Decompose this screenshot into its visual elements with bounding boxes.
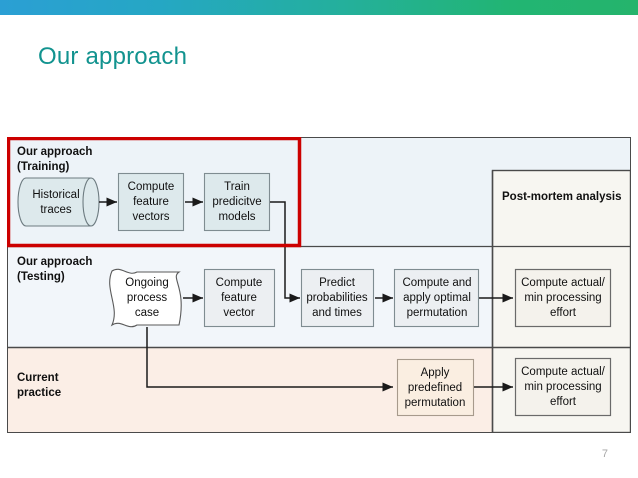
node-ongoing-process-case-line2: process — [127, 292, 168, 304]
node-historical-traces-line1: Historical — [32, 189, 79, 201]
node-compute-feature-vector-line3: vector — [223, 307, 254, 319]
node-train-predictive-models-line1: Train — [224, 181, 250, 193]
node-predict-probabilities-line2: probabilities — [306, 292, 368, 304]
node-predict-probabilities-and-times: Predict probabilities and times — [300, 268, 375, 328]
node-compute-feature-vector: Compute feature vector — [203, 268, 276, 328]
node-ongoing-process-case: Ongoing process case — [109, 268, 182, 328]
page-title: Our approach — [38, 43, 188, 70]
lane-label-training-line1: Our approach — [17, 146, 92, 158]
edge-case-to-predefined-permutation — [146, 327, 393, 392]
lane-label-current-line1: Current — [17, 372, 59, 384]
node-compute-effort-current-line3: effort — [550, 396, 577, 408]
node-predict-probabilities-line3: and times — [312, 307, 362, 319]
node-compute-effort-testing: Compute actual/ min processing effort — [514, 268, 612, 328]
node-compute-feature-vectors-line3: vectors — [132, 211, 169, 223]
node-compute-feature-vectors-line2: feature — [133, 196, 169, 208]
training-lane-highlight — [7, 137, 302, 248]
node-ongoing-process-case-line3: case — [135, 307, 159, 319]
node-compute-effort-testing-line1: Compute actual/ — [521, 277, 606, 289]
node-compute-feature-vector-line2: feature — [221, 292, 257, 304]
lane-label-testing-line1: Our approach — [17, 256, 92, 268]
node-compute-feature-vectors-line1: Compute — [128, 181, 175, 193]
node-compute-effort-current-line2: min processing — [524, 381, 601, 393]
node-historical-traces: Historical traces — [17, 177, 100, 227]
slide-accent-bar — [0, 0, 638, 15]
node-compute-feature-vector-line1: Compute — [216, 277, 263, 289]
lane-label-current-line2: practice — [17, 387, 61, 399]
column-label-post-mortem: Post-mortem analysis — [502, 191, 622, 203]
node-apply-predefined-permutation-line3: permutation — [405, 397, 466, 409]
node-predict-probabilities-line1: Predict — [319, 277, 356, 289]
lane-label-training-line2: (Training) — [17, 161, 70, 173]
edge-train-models-to-predict — [270, 201, 300, 303]
node-train-predictive-models: Train predicitve models — [203, 172, 271, 232]
node-compute-effort-current-line1: Compute actual/ — [521, 366, 606, 378]
node-optimal-permutation-line2: apply optimal — [403, 292, 471, 304]
node-apply-predefined-permutation-line1: Apply — [421, 367, 450, 379]
approach-flow-diagram: Post-mortem analysis Our approach (Train… — [7, 137, 631, 433]
node-compute-effort-testing-line2: min processing — [524, 292, 601, 304]
node-compute-and-apply-optimal-permutation: Compute and apply optimal permutation — [393, 268, 480, 328]
page-number: 7 — [601, 448, 608, 460]
lane-label-testing-line2: (Testing) — [17, 271, 65, 283]
node-historical-traces-line2: traces — [40, 204, 72, 216]
node-train-predictive-models-line2: predicitve — [212, 196, 261, 208]
node-optimal-permutation-line3: permutation — [407, 307, 468, 319]
node-compute-feature-vectors: Compute feature vectors — [117, 172, 185, 232]
node-compute-effort-current: Compute actual/ min processing effort — [514, 357, 612, 417]
node-apply-predefined-permutation-line2: predefined — [408, 382, 462, 394]
node-ongoing-process-case-line1: Ongoing — [125, 277, 168, 289]
node-optimal-permutation-line1: Compute and — [402, 277, 471, 289]
node-compute-effort-testing-line3: effort — [550, 307, 577, 319]
node-apply-predefined-permutation: Apply predefined permutation — [396, 358, 475, 417]
node-train-predictive-models-line3: models — [218, 211, 255, 223]
